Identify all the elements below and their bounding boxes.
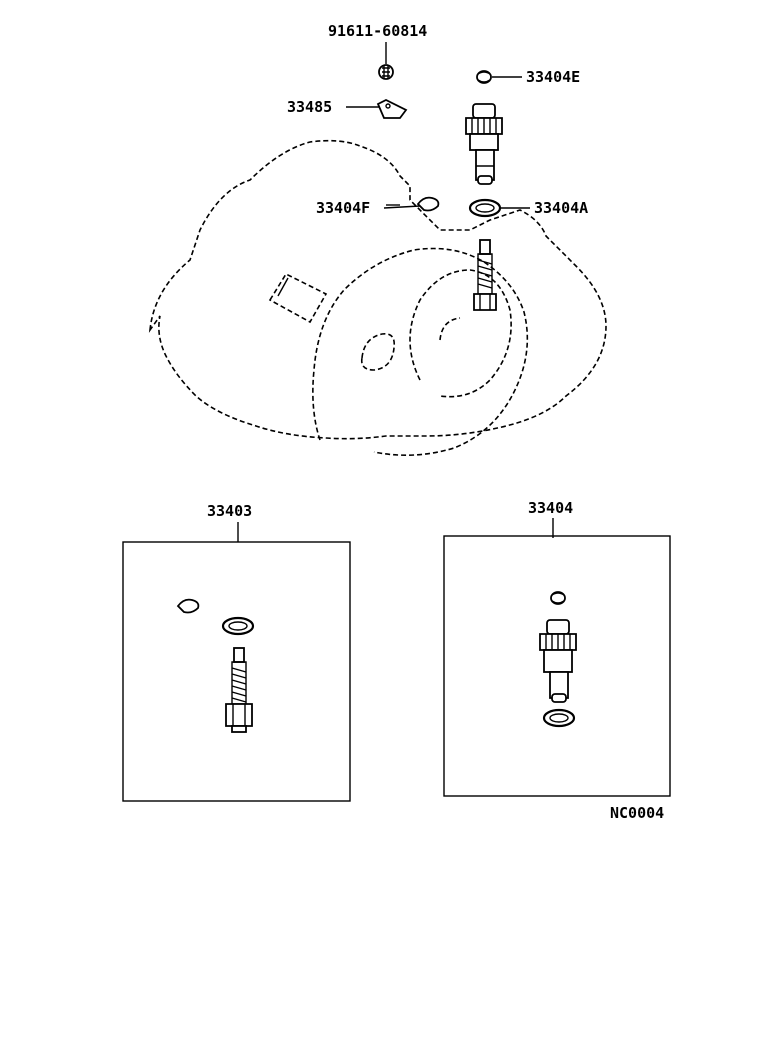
plug-cap-icon	[476, 70, 492, 84]
callout-gasket-label: 33404A	[534, 199, 588, 217]
driven-gear-sleeve-icon	[465, 103, 503, 185]
transaxle-case-outline	[148, 139, 607, 456]
diagram-code: NC0004	[610, 804, 664, 822]
kit-left-gasket-icon	[221, 616, 255, 636]
leader-lines	[237, 42, 554, 542]
kit-right-cap-icon	[550, 591, 566, 605]
kit-left-box	[122, 541, 351, 802]
kit-left-label: 33403	[207, 502, 252, 520]
pin-icon	[416, 196, 440, 212]
callout-plug-label: 33404E	[526, 68, 580, 86]
kit-right-sleeve-icon	[539, 619, 577, 703]
kit-right-gasket-icon	[542, 708, 576, 728]
bolt-icon	[378, 64, 394, 80]
kit-right-box	[443, 535, 671, 797]
clamp-icon	[376, 98, 408, 119]
kit-left-shaft-icon	[225, 647, 253, 733]
callout-clamp-label: 33485	[287, 98, 332, 116]
callout-bolt-label: 91611-60814	[328, 22, 427, 40]
gasket-icon	[468, 198, 502, 218]
callout-pin-label: 33404F	[316, 199, 370, 217]
kit-right-label: 33404	[528, 499, 573, 517]
kit-left-pin-icon	[176, 598, 200, 614]
driven-shaft-icon	[473, 239, 497, 311]
